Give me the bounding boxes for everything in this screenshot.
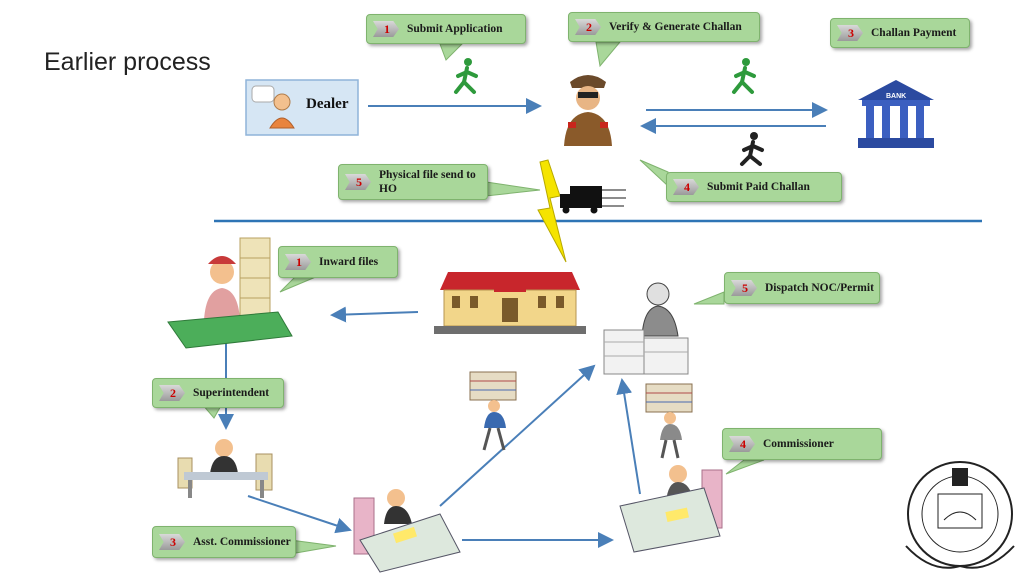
step-number-badge: 5	[731, 280, 757, 296]
callout-top-step1: 1 Submit Application	[366, 14, 526, 44]
arrow-ho-to-inward	[330, 306, 419, 323]
callout-top-step3: 3 Challan Payment	[830, 18, 970, 48]
delivery-truck-icon	[560, 186, 626, 214]
step-number-badge: 5	[345, 174, 371, 190]
bank-sign: BANK	[886, 93, 906, 100]
lightning-bolt-icon	[537, 159, 567, 263]
runner-icon-step3	[732, 58, 756, 94]
government-of-goa-emblem-icon	[905, 461, 1015, 569]
callout-top-step4: 4 Submit Paid Challan	[666, 172, 842, 202]
step-number-badge: 4	[729, 436, 755, 452]
step-number-badge: 3	[159, 534, 185, 550]
step-label: Submit Paid Challan	[707, 180, 810, 193]
callout-tail-bottom-step5	[693, 291, 725, 305]
callout-tail-top-step4	[639, 159, 669, 188]
callout-bottom-step5: 5 Dispatch NOC/Permit	[724, 272, 880, 304]
step-label: Dispatch NOC/Permit	[765, 281, 874, 294]
file-carrier-person-icon-right	[645, 383, 693, 459]
step-label: Submit Application	[407, 22, 503, 35]
asst-commissioner-at-desk-icon	[353, 489, 461, 573]
arrow-commissioner-to-dispatch	[616, 378, 641, 495]
dealer-label: Dealer	[306, 96, 349, 112]
runner-icon-step4	[740, 132, 764, 166]
page-title: Earlier process	[44, 48, 211, 76]
callout-bottom-step2: 2 Superintendent	[152, 378, 284, 408]
callout-tail-top-step5	[485, 181, 541, 197]
step-label: Inward files	[319, 255, 379, 268]
step-number-badge: 3	[837, 25, 863, 41]
callout-bottom-step4: 4 Commissioner	[722, 428, 882, 460]
step-label: Verify & Generate Challan	[609, 20, 742, 33]
bank-building-icon	[858, 80, 934, 148]
callout-tail-bottom-step3	[289, 539, 337, 555]
commissioner-at-desk-icon	[619, 465, 723, 553]
step-label: Superintendent	[193, 386, 270, 399]
step-label: Asst. Commissioner	[193, 535, 291, 548]
file-carrier-person-icon-left	[469, 371, 517, 451]
step-number-badge: 1	[285, 254, 311, 270]
step-label: Challan Payment	[871, 26, 957, 39]
step-number-badge: 2	[159, 385, 185, 401]
police-officer-icon	[564, 75, 612, 146]
dispatch-clerk-with-papers-icon	[603, 282, 689, 375]
callout-bottom-step3: 3 Asst. Commissioner	[152, 526, 296, 558]
callout-tail-bottom-step4	[725, 459, 765, 475]
inward-clerk-with-files-icon	[167, 237, 293, 349]
step-number-badge: 4	[673, 179, 699, 195]
callout-tail-top-step2	[595, 41, 622, 68]
callout-bottom-step1: 1 Inward files	[278, 246, 398, 278]
callout-top-step2: 2 Verify & Generate Challan	[568, 12, 760, 42]
callout-top-step5: 5 Physical file send to HO	[338, 164, 488, 200]
step-number-badge: 2	[575, 19, 601, 35]
step-number-badge: 1	[373, 21, 399, 37]
superintendent-at-desk-icon	[177, 439, 273, 498]
runner-icon-step1	[454, 58, 478, 94]
dealer-person-icon	[245, 79, 359, 136]
callout-tail-top-step1	[439, 43, 464, 61]
head-office-building-icon	[434, 272, 586, 334]
arrow-asst-to-dispatch	[439, 364, 596, 507]
step-label: Physical file send to HO	[379, 168, 476, 195]
step-label: Commissioner	[763, 437, 834, 450]
arrow-superintendent-to-asst	[247, 495, 352, 534]
callout-tail-bottom-step1	[279, 275, 319, 293]
